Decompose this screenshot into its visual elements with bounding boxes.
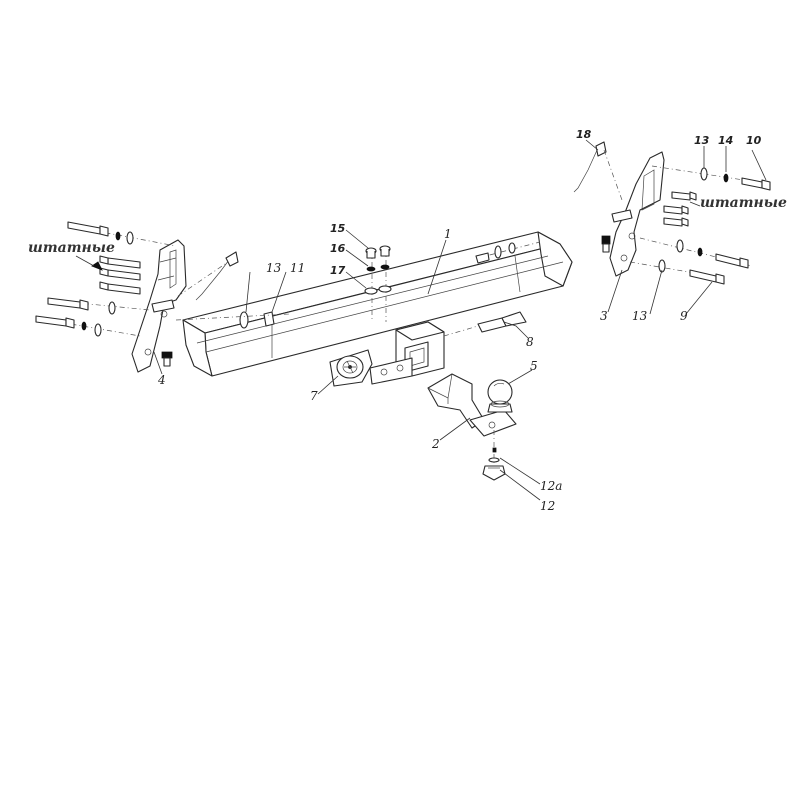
- callout-12: 12: [540, 499, 555, 513]
- callout-17: 17: [330, 264, 346, 277]
- callout-16: 16: [330, 242, 346, 255]
- callout-7: 7: [310, 389, 318, 403]
- left-side-bracket: [131, 239, 187, 373]
- drawbar-insert: [427, 373, 517, 437]
- right-bolts: [629, 165, 771, 285]
- callout-9: 9: [680, 309, 688, 323]
- callout-18: 18: [576, 128, 592, 141]
- receiver-hitch-box: [369, 321, 445, 385]
- callout-15: 15: [330, 222, 346, 235]
- callout-8: 8: [526, 335, 534, 349]
- center-bolt-stack: [364, 245, 392, 322]
- note-left-stock: штатные: [28, 240, 115, 256]
- callout-13-right-bottom: 13: [632, 309, 648, 323]
- beam-end-bolt: [475, 241, 541, 264]
- callout-4: 4: [157, 373, 166, 387]
- callout-1: 1: [444, 227, 452, 241]
- crossbar-beam: [182, 231, 573, 377]
- callout-2: 2: [431, 437, 440, 451]
- wire-bracket: [443, 311, 527, 337]
- left-beam-fasteners: [175, 311, 291, 329]
- callout-10: 10: [746, 134, 762, 147]
- callout-13-left: 13: [266, 261, 282, 275]
- callout-13-right-top: 13: [694, 134, 710, 147]
- callout-14: 14: [718, 134, 733, 147]
- ball-nut-washer: [482, 430, 506, 481]
- callout-3: 3: [600, 309, 608, 323]
- callout-12a: 12а: [540, 479, 562, 493]
- right-wire-hook: [573, 141, 623, 201]
- right-side-bracket: [601, 151, 665, 277]
- left-wire-hook: [177, 251, 239, 301]
- tow-ball: [487, 379, 513, 413]
- socket-plate: [329, 349, 373, 387]
- callout-11: 11: [290, 261, 305, 275]
- callouts: 1 2 3 4 5 7 8 9 10 11 12 12а 13 13 13 14…: [28, 128, 787, 513]
- left-bolts: [35, 221, 177, 367]
- callout-5: 5: [530, 359, 538, 373]
- note-right-stock: штатные: [700, 195, 787, 211]
- leader-lines: [75, 139, 767, 501]
